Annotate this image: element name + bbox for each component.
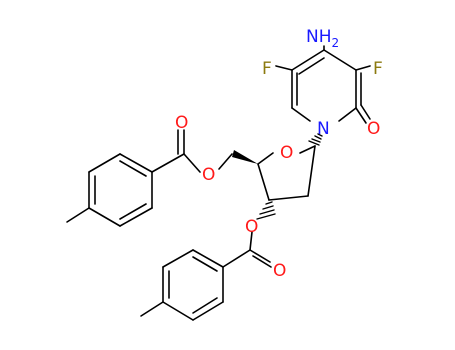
- carbonyl-bond-1: [355, 107, 367, 124]
- toluene-ring-1: [66, 153, 153, 227]
- carbonyl1-oxygen-label: O: [175, 113, 188, 133]
- n-c1-hashed-bond: [308, 133, 323, 146]
- toluene-ring-2: [140, 249, 224, 321]
- sugar-ring-bonds: [257, 145, 316, 201]
- f-right-bond: [355, 65, 371, 71]
- fluorine-right-label: F: [373, 59, 383, 79]
- ester2-oxygen-label: O: [245, 217, 258, 237]
- c4-ch2-wedge: [232, 150, 258, 164]
- ch2-o-bond: [218, 153, 233, 170]
- ring-nitrogen-label: N: [317, 119, 330, 139]
- carbonyl2-oxygen-label: O: [273, 261, 286, 281]
- carbonyl-oxygen-label: O: [367, 119, 380, 139]
- ester2-bonds: [222, 231, 272, 268]
- ester1-bonds: [151, 129, 201, 173]
- ester1-oxygen-label: O: [202, 165, 215, 185]
- amino-label: NH2: [306, 27, 339, 50]
- f-left-bond: [275, 65, 293, 71]
- fluorine-left-label: F: [262, 59, 272, 79]
- ring-oxygen-label: O: [280, 143, 293, 163]
- carbonyl-bond-2: [360, 104, 371, 120]
- c3-o-hashed-bond: [256, 201, 276, 220]
- pyridinone-ring-bonds: [291, 49, 362, 122]
